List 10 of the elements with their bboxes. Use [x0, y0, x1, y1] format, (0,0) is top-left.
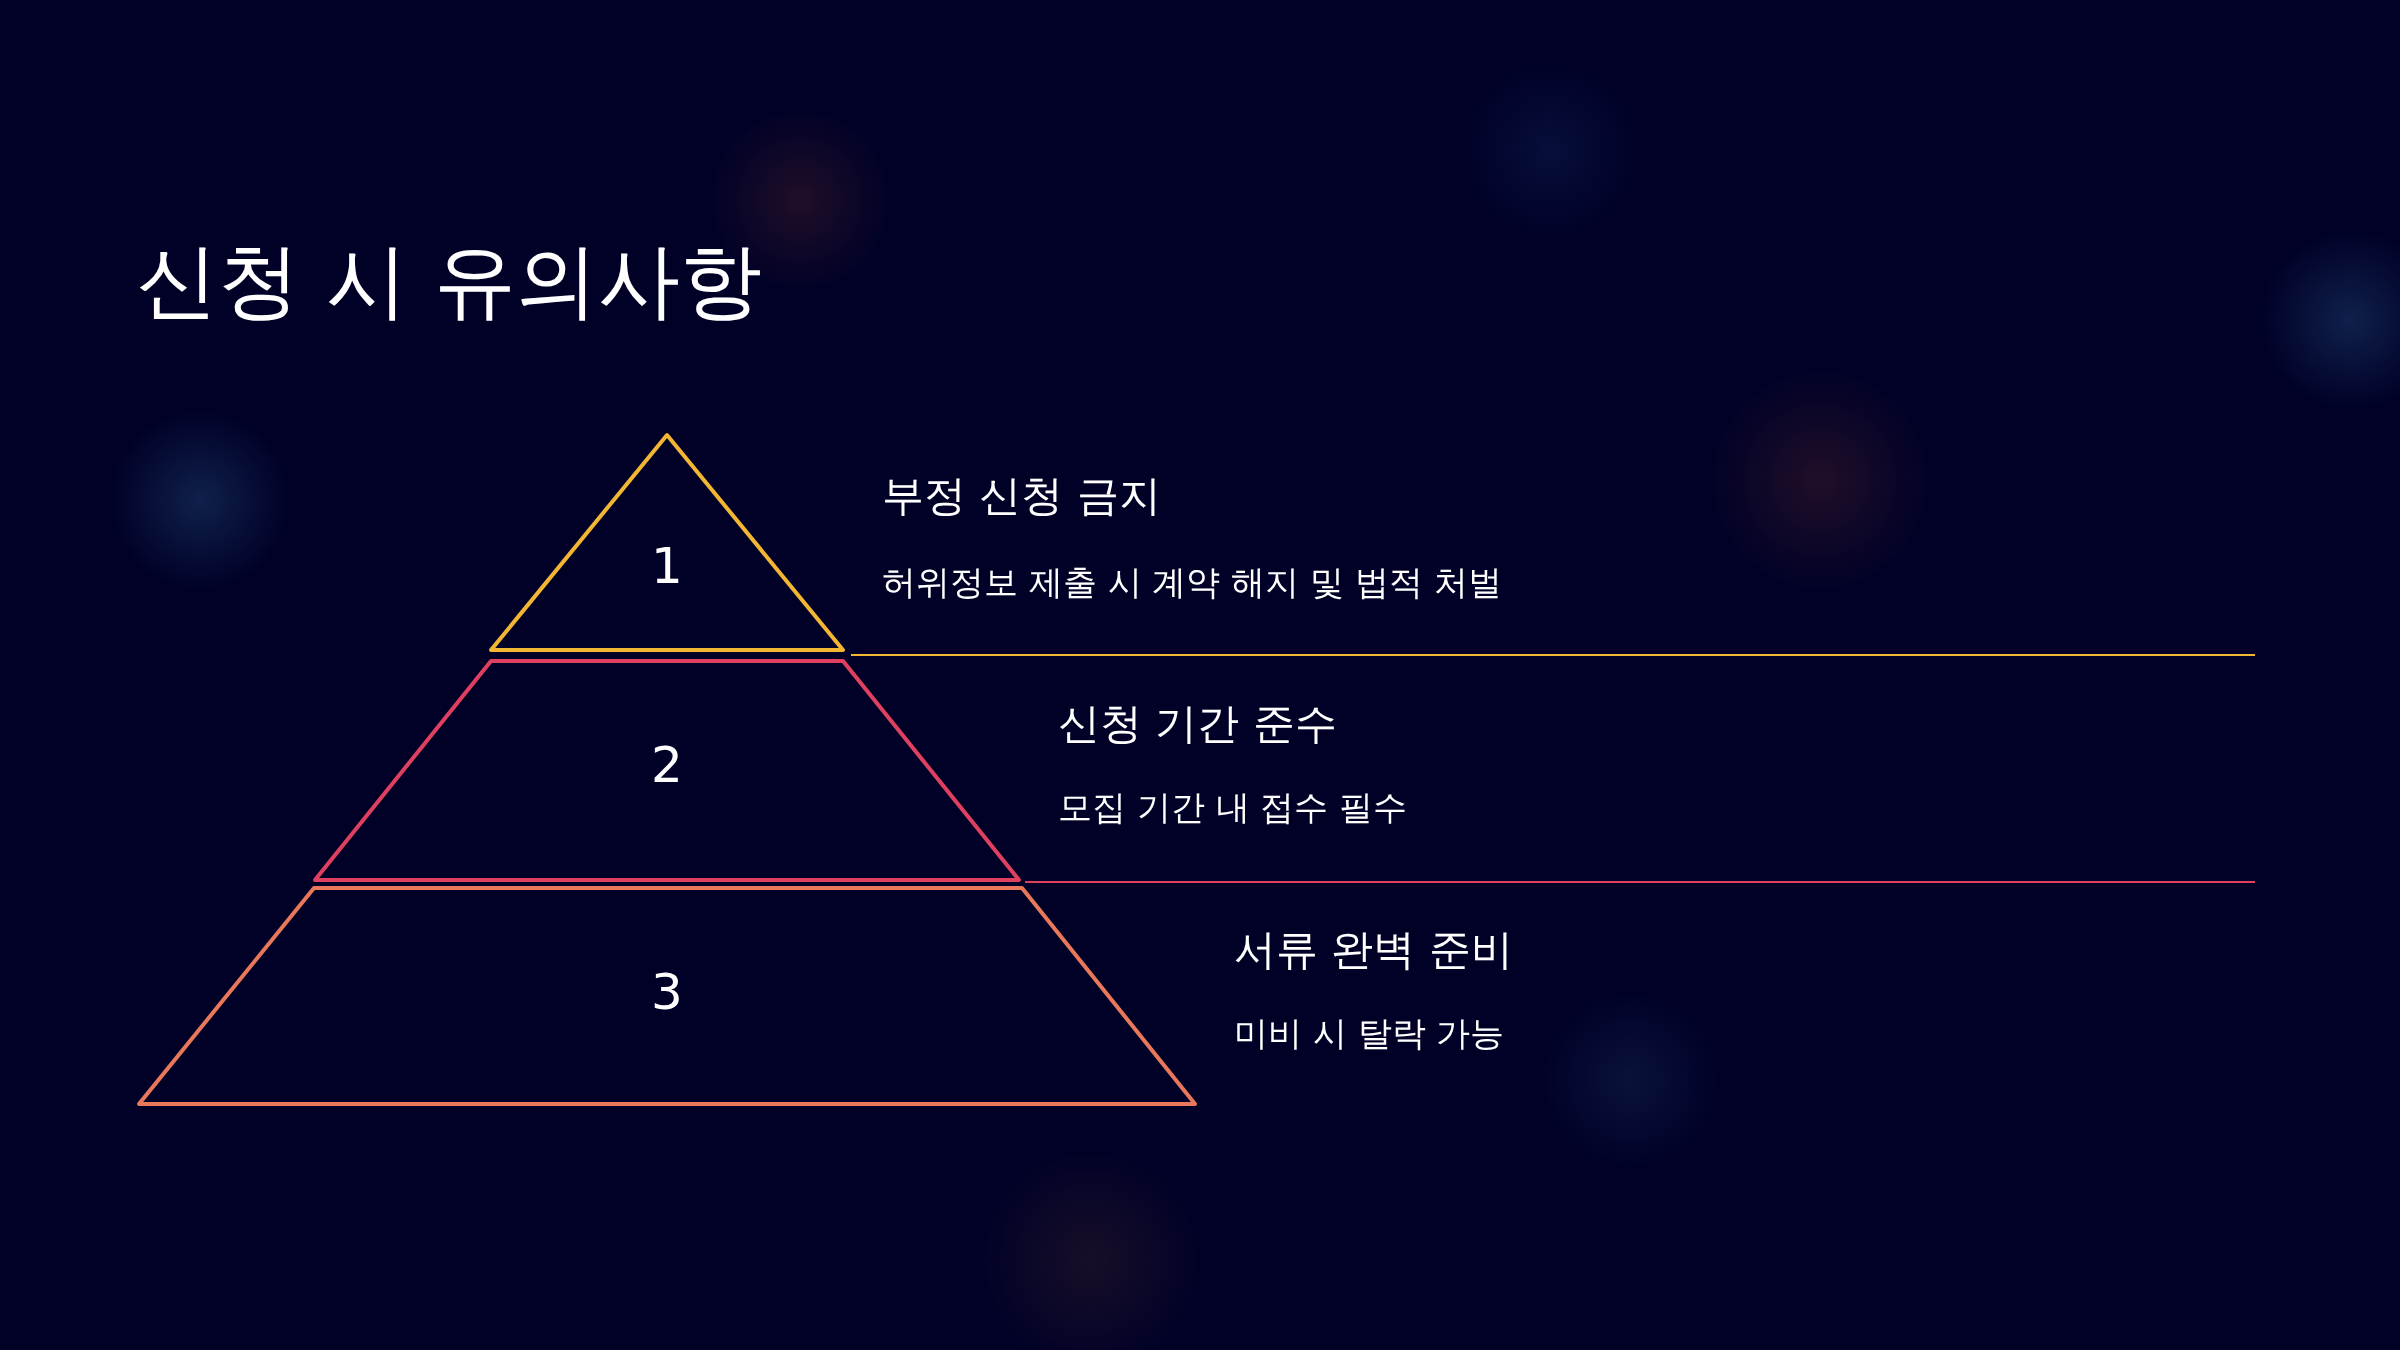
step-number: 1 [650, 541, 684, 591]
tier-heading: 부정 신청 금지 [882, 470, 1161, 522]
tier-heading: 신청 기간 준수 [1058, 698, 1337, 750]
tier-description: 허위정보 제출 시 계약 해지 및 법적 처벌 [882, 561, 1502, 603]
step-number: 2 [650, 740, 684, 790]
tier-description: 모집 기간 내 접수 필수 [1058, 786, 1408, 828]
tier-description: 미비 시 탈락 가능 [1234, 1012, 1505, 1054]
slide-title: 신청 시 유의사항 [136, 232, 763, 330]
step-number: 3 [650, 967, 684, 1017]
tier-heading: 서류 완벽 준비 [1234, 924, 1513, 976]
